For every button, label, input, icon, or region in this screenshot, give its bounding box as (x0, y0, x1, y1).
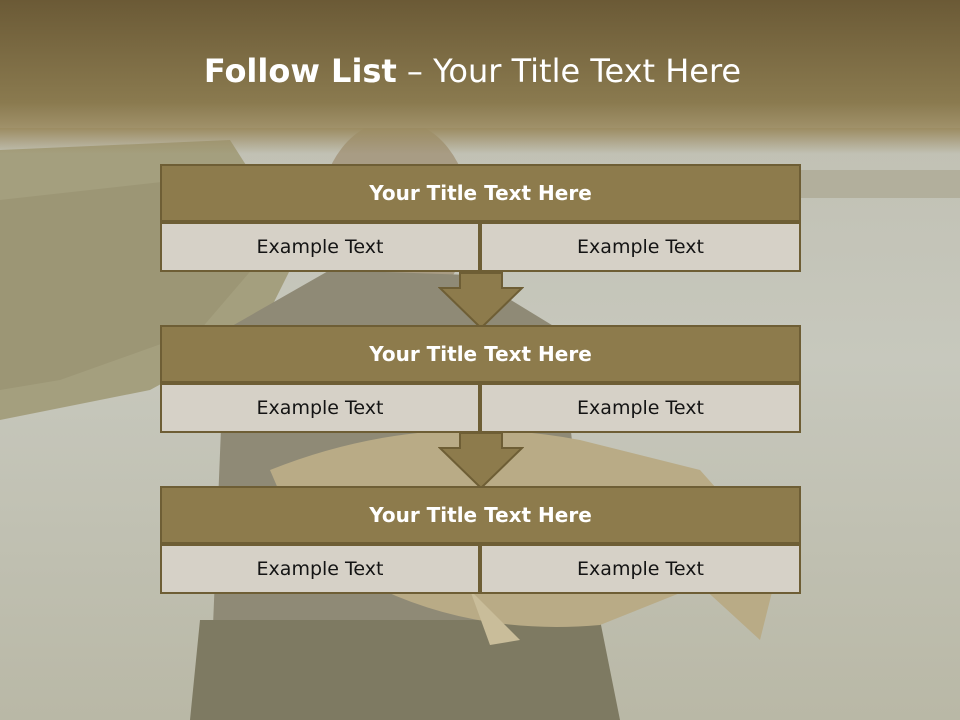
step-cell-left: Example Text (160, 383, 480, 433)
down-arrow-icon (438, 432, 524, 490)
step-cell-left: Example Text (160, 222, 480, 272)
slide-title-bold: Follow List (203, 52, 397, 90)
step-title: Your Title Text Here (160, 164, 801, 222)
step-cell-right: Example Text (480, 222, 801, 272)
step-cell-right: Example Text (480, 544, 801, 594)
step-title: Your Title Text Here (160, 325, 801, 383)
slide-title: Follow List – Your Title Text Here (0, 52, 945, 90)
down-arrow-icon (438, 272, 524, 330)
step-cell-left: Example Text (160, 544, 480, 594)
step-cell-right: Example Text (480, 383, 801, 433)
slide-title-rest: – Your Title Text Here (396, 52, 742, 90)
step-title: Your Title Text Here (160, 486, 801, 544)
